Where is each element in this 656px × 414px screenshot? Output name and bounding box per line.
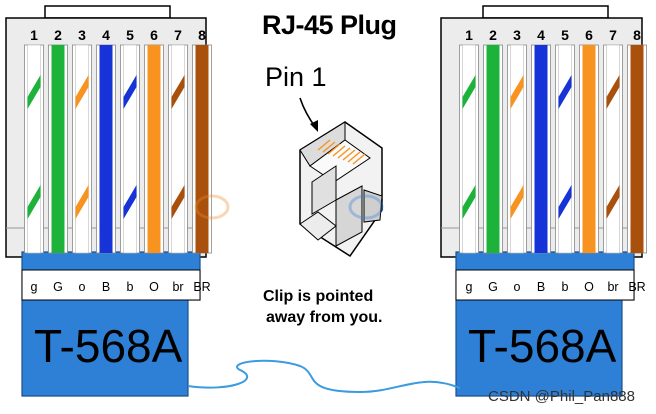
left-wire-code-1: g xyxy=(31,280,38,294)
left-label-band xyxy=(21,269,201,301)
pin1-label: Pin 1 xyxy=(265,62,327,92)
left-wire-b xyxy=(123,44,137,254)
right-wire-B xyxy=(534,45,548,253)
left-wire-code-7: br xyxy=(172,280,183,294)
left-wire-o xyxy=(75,44,89,254)
right-wire-code-6: O xyxy=(584,280,594,294)
right-wire-g xyxy=(462,44,476,254)
right-wire-br-stripe-1 xyxy=(606,75,620,109)
right-label-band xyxy=(455,269,635,301)
right-pin-number-2: 2 xyxy=(489,27,497,43)
clip-note-line2: away from you. xyxy=(266,309,383,326)
page-title: RJ-45 Plug xyxy=(262,10,397,40)
left-wire-code-8: BR xyxy=(193,280,210,294)
right-wire-o-stripe-2 xyxy=(510,185,524,219)
center-plug-drawing xyxy=(299,97,383,258)
left-wire-br xyxy=(171,44,185,254)
right-wire-G xyxy=(486,45,500,253)
right-wire-group xyxy=(459,44,647,254)
right-wire-b-stripe-2 xyxy=(558,185,572,219)
right-label-group: 1 g 2G 3 o 4B 5 b 6O 7 br 8BR xyxy=(465,27,646,294)
left-wire-g xyxy=(27,44,41,254)
left-wire-O xyxy=(147,45,161,253)
left-standard-label: T-568A xyxy=(34,320,183,372)
left-wire-o-stripe-2 xyxy=(75,185,89,219)
right-wire-BR xyxy=(630,45,644,253)
left-pin-number-7: 7 xyxy=(174,27,182,43)
left-wire-code-5: b xyxy=(127,280,134,294)
left-pin-number-6: 6 xyxy=(150,27,158,43)
left-wire-g-stripe-2 xyxy=(27,185,41,219)
right-wire-code-3: o xyxy=(514,280,521,294)
right-wire-o-stripe-1 xyxy=(510,75,524,109)
right-pin-number-5: 5 xyxy=(561,27,569,43)
right-pin-number-8: 8 xyxy=(633,27,641,43)
right-wire-o xyxy=(510,44,524,254)
left-plug-top-tab xyxy=(44,5,171,19)
right-plug-top-tab xyxy=(482,5,609,19)
connecting-cable xyxy=(187,359,461,394)
left-wire-code-6: O xyxy=(149,280,159,294)
watermark-credit: CSDN @Phil_Pan888 xyxy=(488,388,635,405)
left-pin-number-5: 5 xyxy=(126,27,134,43)
right-wire-code-8: BR xyxy=(628,280,645,294)
left-pin-number-3: 3 xyxy=(78,27,86,43)
left-label-group: 1 g 2G 3 o 4B 5 b 6O 7 br 8BR xyxy=(30,27,211,294)
left-wire-code-3: o xyxy=(79,280,86,294)
left-wire-br-stripe-2 xyxy=(171,185,185,219)
left-wire-G xyxy=(51,45,65,253)
right-wire-code-2: G xyxy=(488,280,498,294)
left-wire-b-stripe-2 xyxy=(123,185,137,219)
right-pin-number-6: 6 xyxy=(585,27,593,43)
right-wire-O xyxy=(582,45,596,253)
left-pin-number-2: 2 xyxy=(54,27,62,43)
left-wire-br-stripe-1 xyxy=(171,75,185,109)
right-pin-number-7: 7 xyxy=(609,27,617,43)
left-pin-number-8: 8 xyxy=(198,27,206,43)
right-wire-code-7: br xyxy=(607,280,618,294)
background-logo xyxy=(194,194,384,220)
left-wire-b-stripe-1 xyxy=(123,75,137,109)
right-wire-g-stripe-1 xyxy=(462,75,476,109)
right-wire-code-4: B xyxy=(537,280,545,294)
right-wire-g-stripe-2 xyxy=(462,185,476,219)
left-wire-o-stripe-1 xyxy=(75,75,89,109)
left-wire-code-4: B xyxy=(102,280,110,294)
left-wire-code-2: G xyxy=(53,280,63,294)
right-pin-number-3: 3 xyxy=(513,27,521,43)
left-wire-g-stripe-1 xyxy=(27,75,41,109)
right-wire-b xyxy=(558,44,572,254)
right-wire-b-stripe-1 xyxy=(558,75,572,109)
left-wire-BR xyxy=(195,45,209,253)
clip-note-line1: Clip is pointed xyxy=(263,288,374,305)
right-wire-br xyxy=(606,44,620,254)
right-standard-label: T-568A xyxy=(468,320,617,372)
left-pin-number-1: 1 xyxy=(30,27,38,43)
right-pin-number-4: 4 xyxy=(537,27,545,43)
left-wire-B xyxy=(99,45,113,253)
right-wire-code-5: b xyxy=(562,280,569,294)
right-pin-number-1: 1 xyxy=(465,27,473,43)
left-wire-group xyxy=(24,44,212,254)
right-wire-br-stripe-2 xyxy=(606,185,620,219)
right-wire-code-1: g xyxy=(466,280,473,294)
left-pin-number-4: 4 xyxy=(102,27,110,43)
